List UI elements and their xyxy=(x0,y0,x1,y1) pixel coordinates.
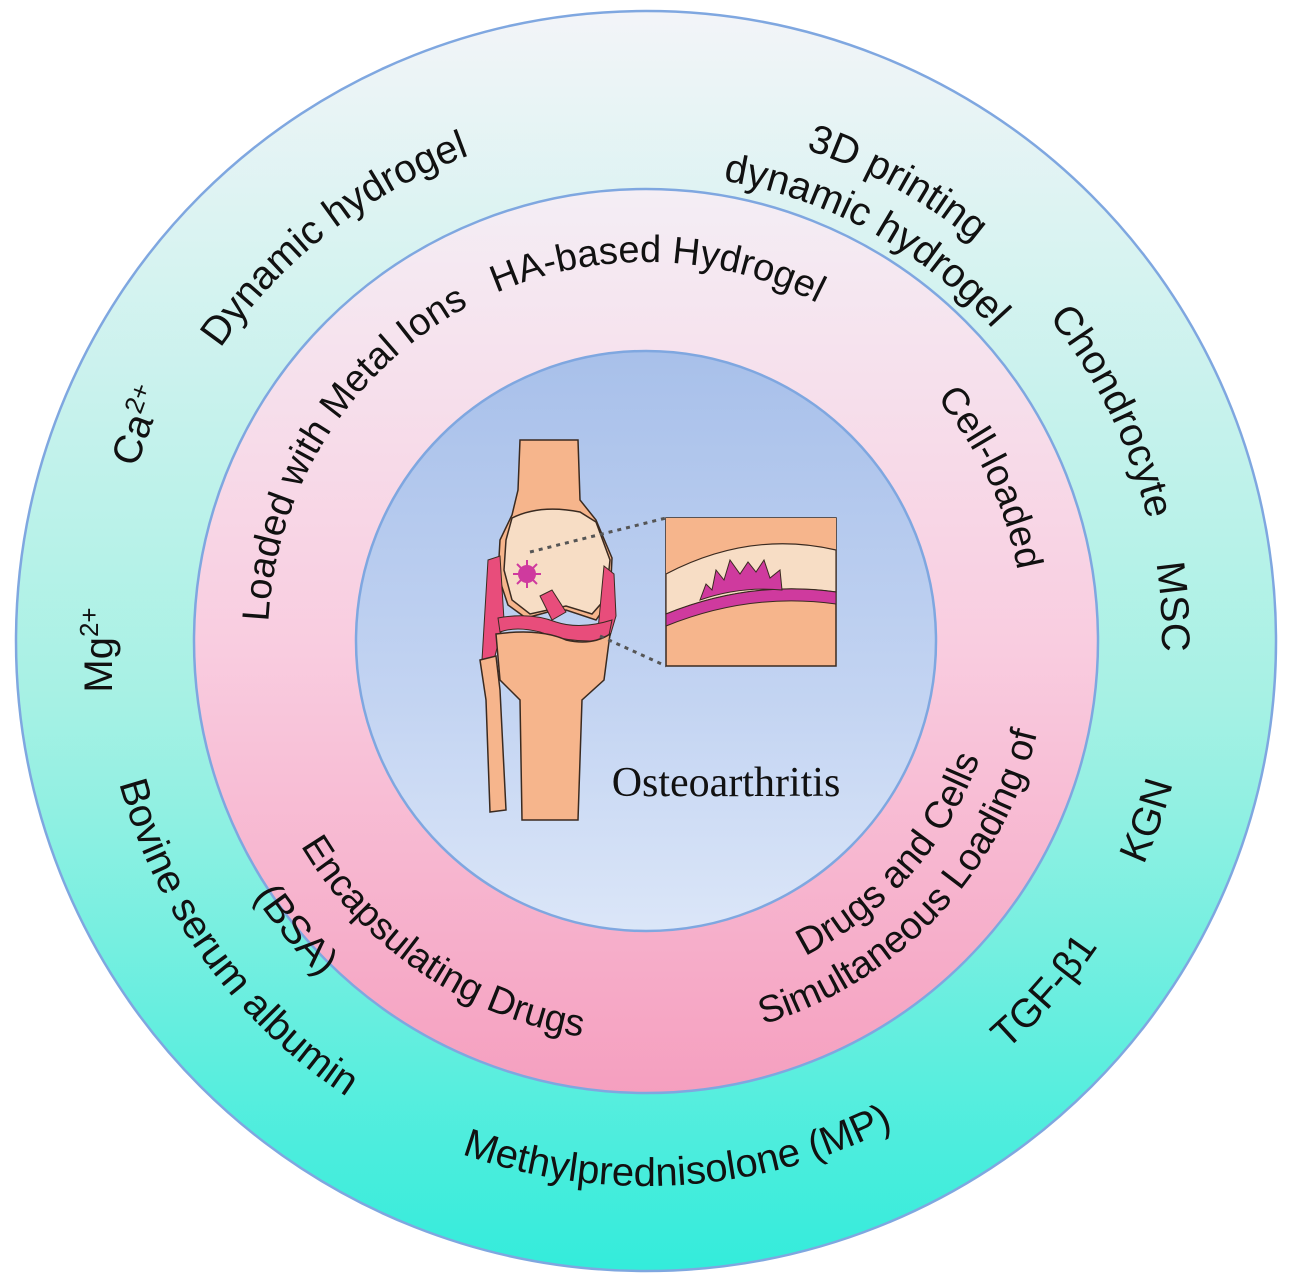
label-mg2plus: Mg2+ xyxy=(74,607,121,692)
knee-joint-illustration xyxy=(479,439,667,821)
cruciate-ligament xyxy=(539,589,567,621)
tibia-bone xyxy=(495,631,611,821)
inset-lesion xyxy=(699,558,783,601)
center-circle xyxy=(354,349,938,933)
svg-text:Mg2+: Mg2+ xyxy=(74,607,121,692)
lesion-icon xyxy=(513,560,541,588)
inset-subchondral-layer xyxy=(665,588,837,627)
center-title: Osteoarthritis xyxy=(612,760,841,806)
femur-cartilage xyxy=(503,508,611,615)
zoom-leader-bottom xyxy=(599,634,667,668)
fibula-bone xyxy=(479,655,507,813)
cartilage-zoom-inset xyxy=(665,517,837,667)
